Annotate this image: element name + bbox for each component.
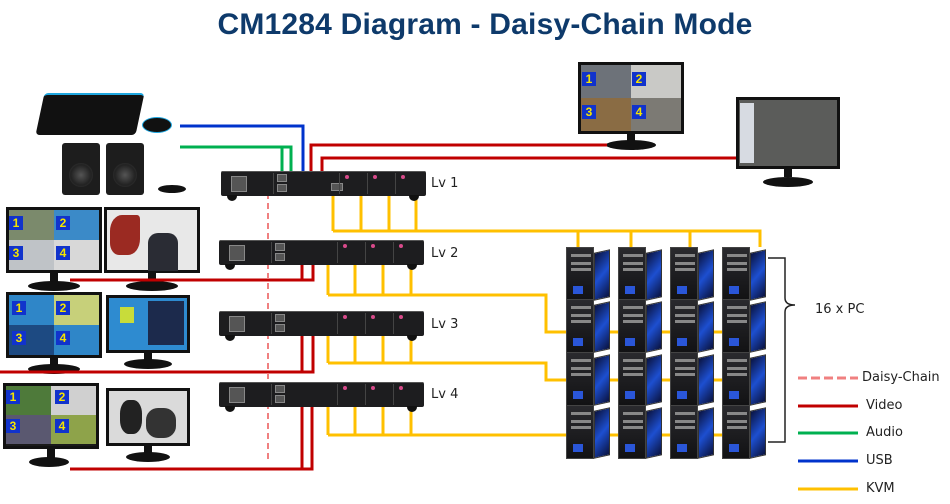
kvm-cable [326,331,570,382]
view-number: 4 [56,331,70,345]
pc-tower-icon [566,245,610,301]
video-cable [70,405,314,471]
pc-group-bracket [768,257,796,443]
kvm-switch-lv1 [221,171,426,201]
pc-tower-icon [670,403,714,459]
pc-tower-icon [618,350,662,406]
view-number: 4 [55,419,69,433]
pc-tower-icon [618,245,662,301]
video-cable [76,333,315,374]
kvm-switch-lv2 [219,240,424,270]
pc-tower-icon [670,245,714,301]
speaker-right-icon [106,143,144,195]
pc-tower-icon [722,297,766,353]
legend-label-usb: USB [866,453,893,468]
pc-tower-icon [670,297,714,353]
view-number: 1 [582,72,596,86]
pc-tower-icon [618,403,662,459]
view-number: 2 [56,301,70,315]
pc-tower-icon [722,403,766,459]
view-number: 1 [9,216,23,230]
view-number: 3 [9,246,23,260]
kvm-switch-lv3 [219,311,424,341]
microphone-icon [158,185,186,193]
view-number: 3 [12,331,26,345]
pc-tower-icon [566,297,610,353]
legend-label-video: Video [866,398,903,413]
pc-group-label: 16 x PC [815,302,865,317]
view-number: 3 [6,419,20,433]
speaker-left-icon [62,143,100,195]
level-label-lv3: Lv 3 [431,317,459,332]
view-number: 2 [55,390,69,404]
view-number: 4 [56,246,70,260]
pc-tower-icon [566,403,610,459]
legend-label-daisy-chain: Daisy-Chain [862,370,940,385]
view-number: 1 [6,390,20,404]
usb-cable [180,124,305,183]
level-label-lv1: Lv 1 [431,176,459,191]
view-number: 3 [582,105,596,119]
kvm-cable [578,229,762,247]
video-cable [70,262,315,282]
diagram-title: CM1284 Diagram - Daisy-Chain Mode [217,8,753,41]
view-number: 2 [56,216,70,230]
pc-tower-icon [722,350,766,406]
legend-label-kvm: KVM [866,481,895,496]
view-number: 2 [632,72,646,86]
pc-tower-icon [670,350,714,406]
kvm-cable [326,402,570,437]
view-number: 1 [12,301,26,315]
kvm-cable [326,260,570,334]
kvm-switch-lv4 [219,382,424,412]
legend-label-audio: Audio [866,425,903,440]
mouse-icon [142,117,172,133]
pc-tower-icon [722,245,766,301]
level-label-lv4: Lv 4 [431,387,459,402]
view-number: 4 [632,105,646,119]
pc-tower-icon [566,350,610,406]
level-label-lv2: Lv 2 [431,246,459,261]
kvm-cable [331,190,580,247]
pc-tower-icon [618,297,662,353]
